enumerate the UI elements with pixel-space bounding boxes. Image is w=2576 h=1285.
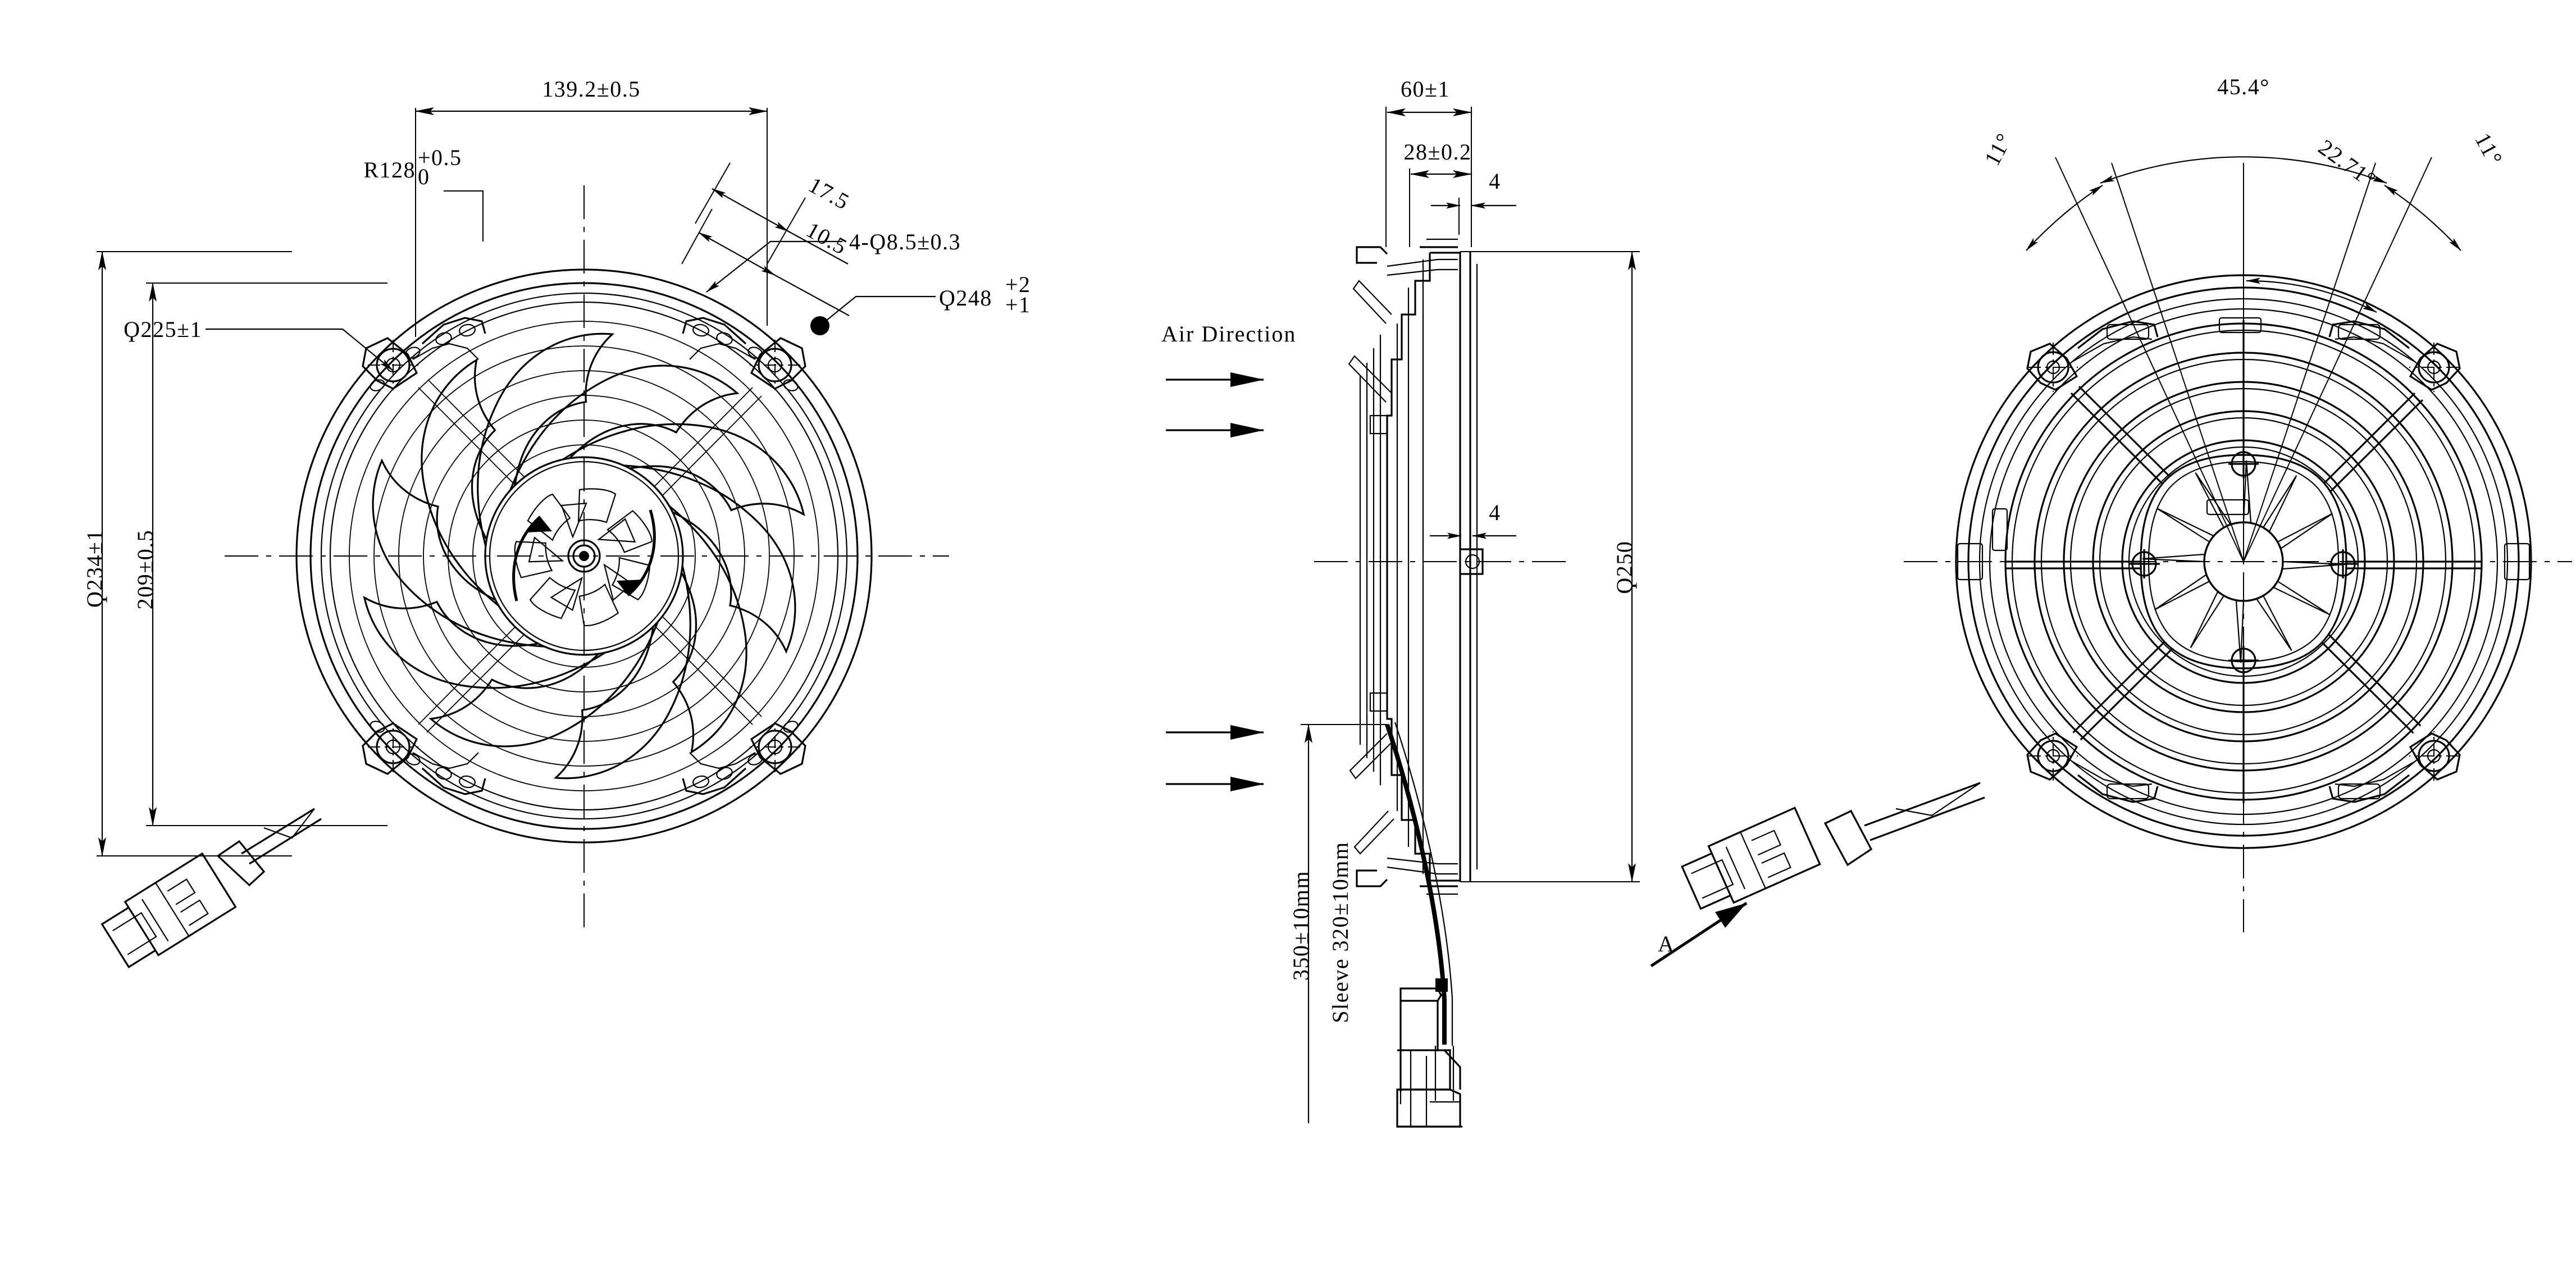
front-mounting-tabs <box>362 317 806 795</box>
dim-front-outer-dia-tol-upper: +2 <box>1005 272 1031 297</box>
dim-front-radius-tol-lower: 0 <box>418 164 430 189</box>
rear-wire-connector <box>1681 782 1985 910</box>
dim-front-radius-tol-upper: +0.5 <box>418 145 462 170</box>
rear-mounting-tabs <box>2026 320 2461 803</box>
dim-front-height-mount: 209±0.5 <box>133 282 387 826</box>
front-wire-connector <box>101 808 322 969</box>
rear-view: A 45.4° 11° 11° <box>1650 74 2572 968</box>
dim-front-blade-dia: Ϙ225±1 <box>124 317 394 371</box>
rear-screw-left <box>2130 549 2160 578</box>
rotation-arrow-ccw <box>512 516 552 602</box>
dim-side-depth-overall: 60±1 <box>1385 76 1472 247</box>
dim-side-diameter-label: Ϙ250 <box>1612 541 1637 594</box>
dim-side-step-top-label: 4 <box>1489 168 1501 194</box>
section-marker-a: A <box>1650 901 1748 968</box>
dim-rear-angle-span: 45.4° <box>2100 74 2387 184</box>
dim-side-step-mid: 4 <box>1430 500 1516 562</box>
dim-front-height-overall: Ϙ234±1 <box>82 251 292 856</box>
air-direction-indicator: Air Direction <box>1161 321 1296 791</box>
dim-front-radius-label: R128 <box>363 157 416 183</box>
dim-side-depth-overall-label: 60±1 <box>1401 76 1450 102</box>
dim-side-depth-inner-label: 28±0.2 <box>1404 139 1472 165</box>
dim-side-diameter: Ϙ250 <box>1460 251 1640 882</box>
dim-side-sleeve-length-label: Sleeve 320±10mm <box>1328 841 1353 1023</box>
dim-side-depth-inner: 28±0.2 <box>1404 139 1472 247</box>
side-connector <box>1396 978 1462 1128</box>
dim-side-sleeve-length: Sleeve 320±10mm <box>1328 841 1353 1023</box>
front-fan-blades <box>363 332 805 780</box>
dim-front-outer-dia-tol-lower: +1 <box>1005 292 1031 317</box>
air-direction-label: Air Direction <box>1161 321 1296 347</box>
rotation-arrow-cw <box>617 509 656 596</box>
dim-front-outer-dia: Ϙ248 +2 +1 <box>810 272 1031 335</box>
dim-front-height-mount-label: 209±0.5 <box>133 530 158 609</box>
side-view: 60±1 28±0.2 4 4 Ϙ250 <box>1161 76 1640 1128</box>
dim-side-step-mid-label: 4 <box>1489 500 1501 525</box>
dim-side-lead-length-label: 350±10mm <box>1288 871 1314 981</box>
dim-side-lead-length: 350±10mm <box>1288 724 1387 1123</box>
dim-front-radius: R128 +0.5 0 <box>363 145 484 241</box>
dim-front-blade-dia-label: Ϙ225±1 <box>124 317 202 342</box>
front-view: 139.2±0.5 R128 +0.5 0 17.5 10.5 4-Ϙ8.5±0… <box>82 76 1031 969</box>
dim-front-height-overall-label: Ϙ234±1 <box>82 529 107 608</box>
dim-front-holes-label: 4-Ϙ8.5±0.3 <box>849 229 961 254</box>
dim-front-outer-dia-label: Ϙ248 <box>939 285 992 311</box>
dim-rear-angle-span-label: 45.4° <box>2217 74 2270 99</box>
dim-front-holes: 4-Ϙ8.5±0.3 <box>706 229 961 293</box>
dim-front-width-label: 139.2±0.5 <box>542 76 640 102</box>
dim-side-step-top: 4 <box>1431 168 1516 235</box>
